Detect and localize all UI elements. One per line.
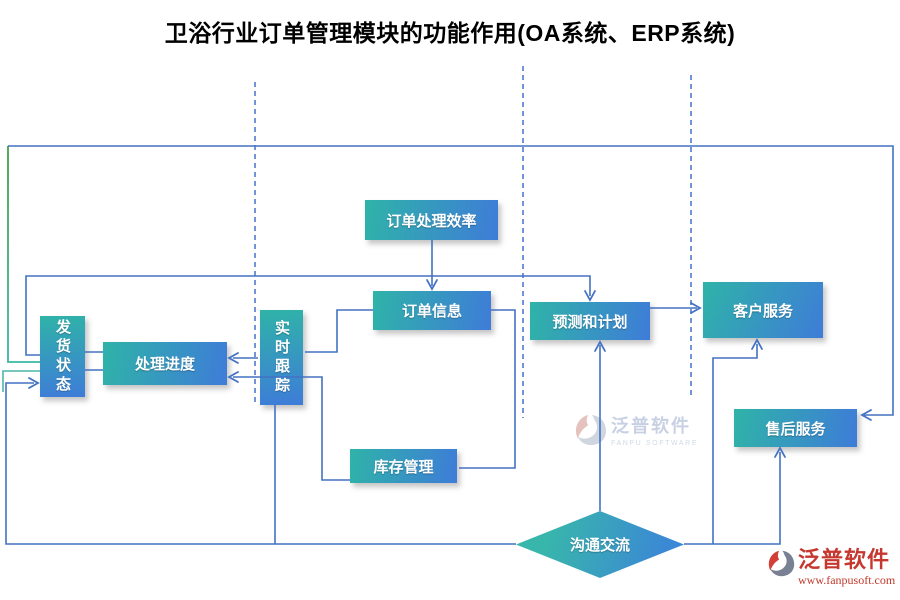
node-order-info: 订单信息 (373, 291, 491, 330)
footer-logo-url: www.fanpusoft.com (798, 573, 896, 587)
node-communication-diamond: 沟通交流 (516, 511, 684, 578)
fanpu-logo-icon (768, 550, 795, 577)
fanpu-logo-watermark-icon (575, 414, 607, 446)
node-order-info-label: 订单信息 (401, 303, 462, 320)
watermark: 泛普软件 FANPU SOFTWARE (575, 412, 698, 448)
watermark-name: 泛普软件 (611, 416, 691, 436)
node-shipping-status-label: 发货状态 (54, 318, 71, 395)
node-processing-progress-label: 处理进度 (134, 356, 195, 373)
node-shipping-status: 发货状态 (40, 316, 85, 397)
edge-green-outer-left (7, 146, 40, 363)
watermark-subtitle: FANPU SOFTWARE (611, 440, 699, 447)
node-customer-service: 客户服务 (703, 282, 823, 338)
dashed-separators (254, 66, 692, 418)
footer-logo: 泛普软件 www.fanpusoft.com (768, 548, 895, 588)
node-processing-progress: 处理进度 (103, 342, 227, 385)
node-forecast-plan-label: 预测和计划 (552, 313, 628, 331)
edge-teal-left (2, 370, 40, 392)
node-inventory-management: 库存管理 (350, 449, 457, 483)
node-after-sales-label: 售后服务 (765, 420, 826, 438)
node-order-efficiency-label: 订单处理效率 (386, 212, 477, 230)
footer-logo-name: 泛普软件 (798, 547, 891, 572)
node-customer-service-label: 客户服务 (732, 302, 793, 320)
node-inventory-management-label: 库存管理 (373, 458, 434, 476)
node-order-efficiency: 订单处理效率 (365, 200, 498, 240)
node-forecast-plan: 预测和计划 (530, 302, 650, 340)
node-realtime-tracking: 实时跟踪 (260, 310, 303, 405)
node-after-sales: 售后服务 (734, 409, 857, 447)
diagram-title: 卫浴行业订单管理模块的功能作用(OA系统、ERP系统) (164, 20, 736, 46)
node-realtime-tracking-label: 实时跟踪 (273, 319, 290, 396)
node-communication-label: 沟通交流 (569, 537, 630, 554)
